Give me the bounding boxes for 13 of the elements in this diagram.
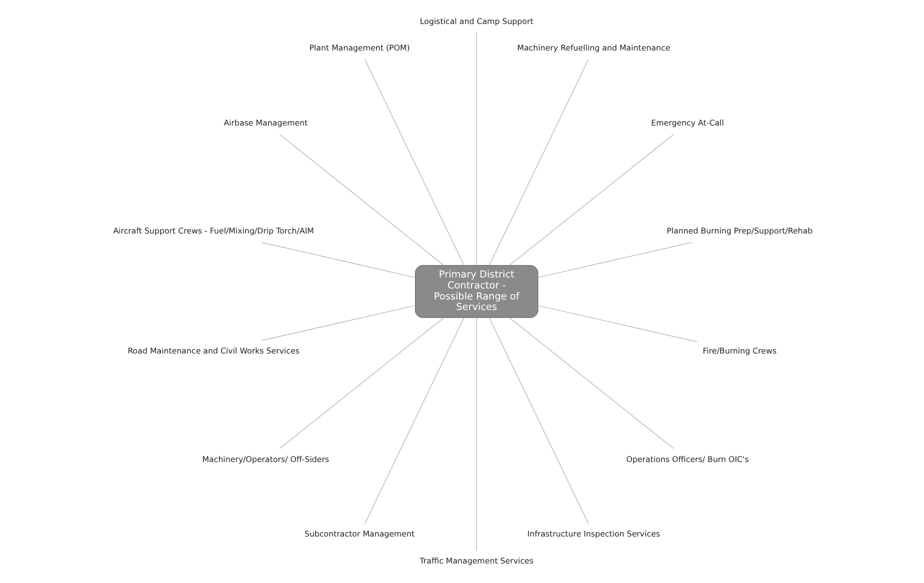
connector xyxy=(260,242,416,278)
connector xyxy=(537,242,692,278)
connector xyxy=(278,317,444,449)
connector xyxy=(488,59,588,266)
connector xyxy=(364,59,464,266)
connector xyxy=(508,317,674,449)
connector xyxy=(508,134,674,266)
node-box: Primary District Contractor - Possible Range of Services xyxy=(414,265,538,318)
connector xyxy=(364,317,464,524)
connector xyxy=(537,305,697,342)
connector xyxy=(278,134,444,266)
connector xyxy=(260,305,416,341)
connector xyxy=(488,317,588,524)
